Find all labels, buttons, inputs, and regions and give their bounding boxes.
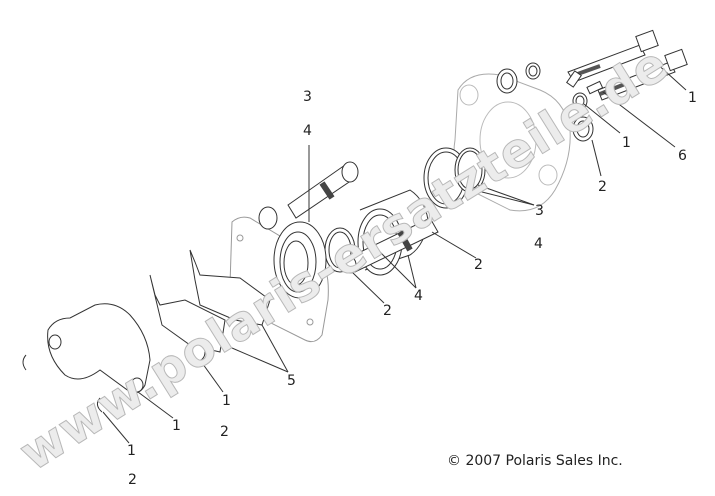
- callout-1: 1: [172, 418, 181, 434]
- washer: [496, 68, 518, 94]
- bolt-lower: [597, 48, 688, 101]
- guide-pin-lower: [343, 217, 439, 274]
- pad-pin-bushing: [190, 342, 206, 362]
- bushing: [258, 206, 278, 230]
- washer: [572, 116, 594, 142]
- dust-seal: [454, 147, 486, 193]
- callout-4: 4: [534, 236, 543, 252]
- callout-1: 1: [127, 443, 136, 459]
- callout-2: 2: [220, 424, 229, 440]
- leader-lines: [102, 61, 687, 444]
- callout-4: 4: [303, 123, 312, 139]
- caliper-body: [47, 303, 151, 394]
- brake-pad-inner: [189, 249, 271, 326]
- retaining-clip: [22, 354, 27, 371]
- retaining-clip: [96, 397, 103, 413]
- callout-3: 3: [535, 203, 544, 219]
- guide-pin-upper: [287, 161, 359, 219]
- callout-3: 3: [303, 89, 312, 105]
- callout-2: 2: [598, 179, 607, 195]
- washer: [525, 62, 541, 80]
- callout-2: 2: [474, 257, 483, 273]
- bleeder-screw: [566, 70, 582, 88]
- bleeder-fitting: [586, 80, 604, 95]
- callout-4: 4: [414, 288, 423, 304]
- callout-1: 1: [622, 135, 631, 151]
- callout-5: 5: [287, 373, 296, 389]
- callout-1: 1: [688, 90, 697, 106]
- callout-1: 1: [222, 393, 231, 409]
- copyright-notice: © 2007 Polaris Sales Inc.: [447, 453, 623, 469]
- callout-2: 2: [128, 472, 137, 488]
- piston-boot: [273, 221, 327, 299]
- callout-2: 2: [383, 303, 392, 319]
- brake-pad-outer: [149, 274, 226, 353]
- callout-6: 6: [678, 148, 687, 164]
- washer: [572, 92, 588, 110]
